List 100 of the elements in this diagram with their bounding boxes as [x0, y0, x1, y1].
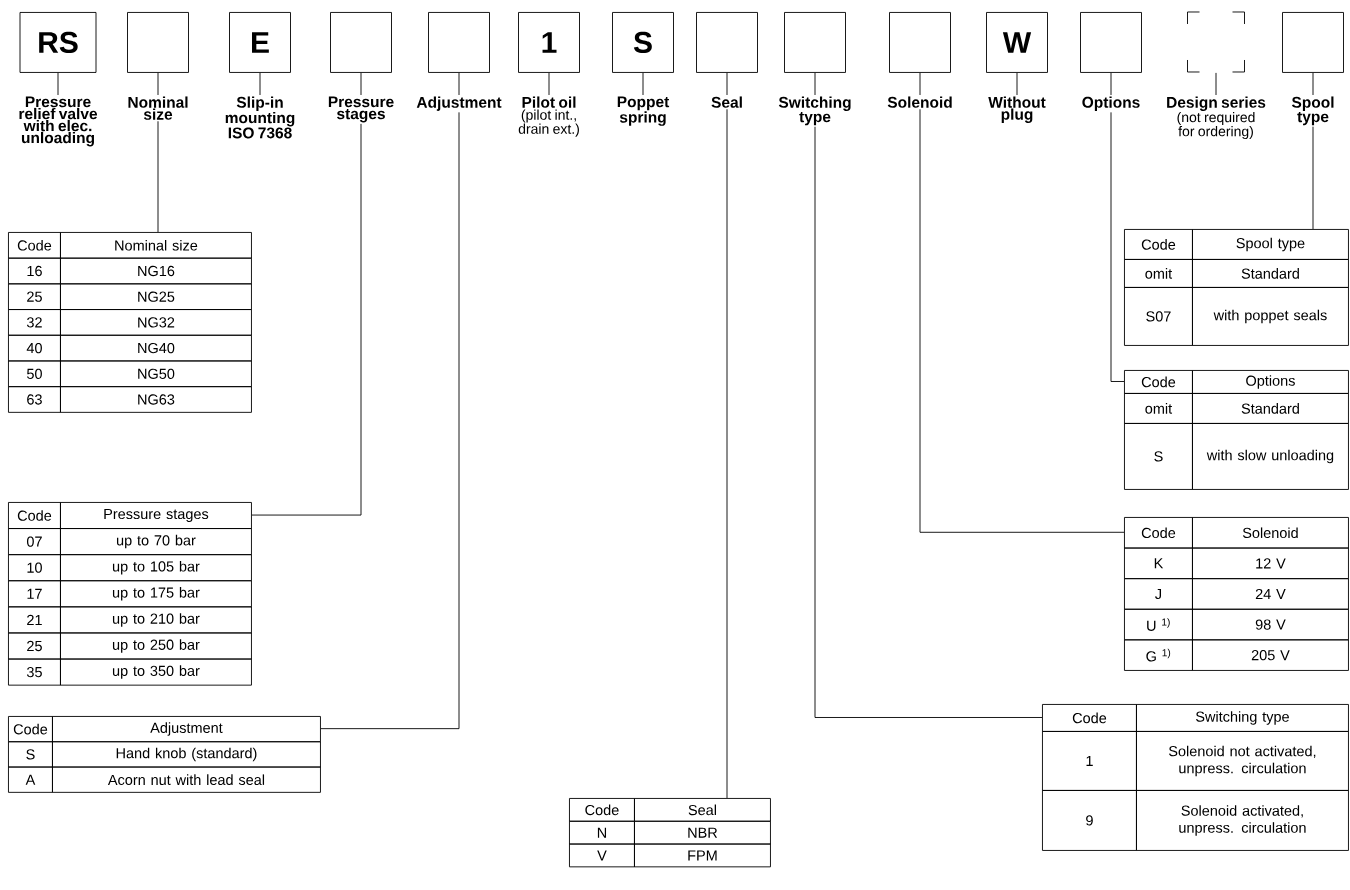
- code-box: [1080, 12, 1142, 73]
- connector-line: [458, 72, 460, 96]
- table-header-cell: Nominal size: [60, 232, 252, 259]
- code-label: Without plug: [988, 96, 1046, 123]
- table-header-cell: Options: [1192, 370, 1349, 394]
- table-cell: NG50: [60, 360, 252, 388]
- connector-line: [726, 72, 728, 96]
- table-cell: A: [8, 766, 53, 793]
- table-cell: up to 175 bar: [60, 580, 252, 608]
- code-box: [330, 12, 392, 73]
- table-header-cell: Switching type: [1136, 704, 1349, 732]
- table-cell: 21: [8, 606, 61, 634]
- connector-line: [919, 108, 1125, 533]
- code-label: Poppet spring: [617, 96, 670, 126]
- code-label: Pressure stages: [328, 96, 394, 123]
- connector-line: [814, 72, 816, 96]
- connector-line: [726, 108, 728, 799]
- table-cell: Standard: [1192, 393, 1349, 424]
- table-header-cell: Code: [8, 502, 61, 529]
- table-cell: K: [1124, 547, 1193, 580]
- table-header-cell: Code: [569, 798, 635, 822]
- table-cell: NG16: [60, 257, 252, 285]
- connector-line: [548, 72, 550, 96]
- table-cell: NG40: [60, 334, 252, 362]
- connector-line: [1110, 111, 1125, 382]
- table-cell: 25: [8, 283, 61, 310]
- table-cell: omit: [1124, 259, 1193, 288]
- table-cell: Hand knob (standard): [52, 741, 321, 768]
- table-cell: 40: [8, 334, 61, 362]
- table-cell: 32: [8, 309, 61, 336]
- connector-line: [360, 72, 362, 96]
- table-header-cell: Code: [1124, 517, 1193, 549]
- code-label: Solenoid: [887, 96, 952, 108]
- connector-line: [919, 72, 921, 96]
- code-box: E: [229, 12, 291, 73]
- table-header-cell: Code: [1124, 229, 1193, 260]
- table-cell: U $^{1)}$: [1124, 608, 1193, 641]
- code-label: Pilot oil (pilot int., drain ext.): [518, 96, 579, 137]
- table-header-cell: Code: [8, 232, 61, 259]
- table-header-cell: Code: [8, 716, 53, 743]
- table-header-cell: Spool type: [1192, 229, 1349, 260]
- table-header-cell: Code: [1042, 704, 1137, 732]
- connector-line: [320, 111, 460, 730]
- table-cell: up to 210 bar: [60, 606, 252, 634]
- connector-line: [814, 126, 1043, 718]
- table-cell: 17: [8, 580, 61, 608]
- code-label: Pressure relief valve with elec. unloading: [19, 96, 98, 147]
- connector-line: [259, 72, 261, 96]
- connector-line: [1312, 72, 1314, 96]
- table-cell: 98 V: [1192, 608, 1349, 641]
- table-cell: S: [8, 741, 53, 768]
- table-cell: NBR: [634, 820, 771, 845]
- connector-line: [1016, 72, 1018, 96]
- table-cell: Solenoid not activated, unpress. circulation: [1136, 731, 1349, 791]
- connector-line: [642, 72, 644, 96]
- table-cell: N: [569, 820, 635, 845]
- table-cell: 205 V: [1192, 639, 1349, 671]
- code-label: Spool type: [1291, 96, 1334, 126]
- table-cell: 63: [8, 386, 61, 413]
- code-box: [889, 12, 951, 73]
- table-cell: omit: [1124, 393, 1193, 424]
- table-cell: up to 70 bar: [60, 528, 252, 556]
- code-box: W: [986, 12, 1048, 73]
- table-cell: V: [569, 843, 635, 868]
- table-cell: Acorn nut with lead seal: [52, 766, 321, 793]
- code-box: [784, 12, 846, 73]
- code-label: Design series (not required for ordering): [1167, 96, 1266, 140]
- code-label: Options: [1082, 96, 1140, 111]
- table-cell: Standard: [1192, 259, 1349, 288]
- table-cell: 10: [8, 554, 61, 582]
- code-label: Seal: [711, 96, 742, 108]
- table-cell: 24 V: [1192, 578, 1349, 610]
- table-cell: 25: [8, 632, 61, 660]
- code-box: S: [612, 12, 674, 73]
- table-cell: 16: [8, 257, 61, 285]
- code-box: [1282, 12, 1344, 73]
- connector-line: [157, 120, 159, 233]
- code-box: RS: [19, 12, 97, 73]
- connector-line: [251, 123, 362, 516]
- code-label: Adjustment: [416, 96, 502, 111]
- table-header-cell: Adjustment: [52, 716, 321, 743]
- table-cell: Solenoid activated, unpress. circulation: [1136, 790, 1349, 851]
- table-header-cell: Code: [1124, 370, 1193, 394]
- connector-line: [57, 72, 59, 96]
- table-cell: 12 V: [1192, 547, 1349, 580]
- connector-line: [157, 72, 159, 96]
- table-cell: 9: [1042, 790, 1137, 851]
- table-cell: S: [1124, 423, 1193, 490]
- table-cell: 50: [8, 360, 61, 388]
- table-cell: 35: [8, 658, 61, 686]
- table-cell: up to 250 bar: [60, 632, 252, 660]
- placeholder-box: [1187, 11, 1245, 73]
- table-cell: with slow unloading: [1192, 423, 1349, 490]
- connector-line: [1215, 72, 1217, 96]
- connector-line: [1110, 72, 1112, 96]
- connector-line: [1312, 126, 1314, 230]
- table-cell: with poppet seals: [1192, 287, 1349, 346]
- code-box: [127, 12, 189, 73]
- code-box: 1: [518, 12, 580, 73]
- table-header-cell: Seal: [634, 798, 771, 822]
